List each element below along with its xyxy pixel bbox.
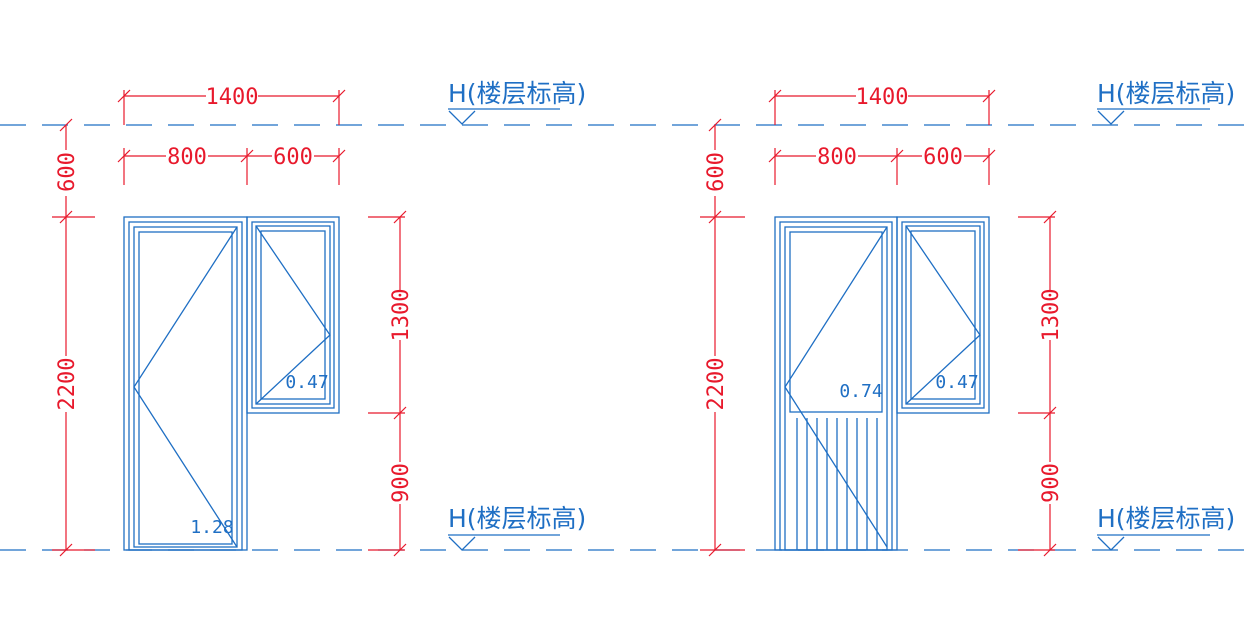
door-b: 0.74	[774, 216, 898, 551]
dim-split-widths-b: 800 600	[768, 145, 996, 185]
door-a-swing	[133, 226, 238, 548]
door-b-louvre	[796, 418, 878, 550]
dim-above-head-label: 600	[55, 152, 80, 192]
level-label-top-b: H(楼层标高)	[1097, 79, 1235, 108]
level-mark-bottom-b: H(楼层标高)	[1097, 504, 1235, 551]
dim-door-width-label: 800	[167, 145, 207, 170]
dim-door-height-label: 2200	[55, 358, 80, 411]
level-label-top-a: H(楼层标高)	[448, 79, 586, 108]
dim-right-vertical-b: 1300 900	[1018, 210, 1064, 557]
door-a: 1.28	[123, 216, 248, 551]
dim-split-widths: 800 600	[117, 145, 346, 185]
window-b-swing	[905, 225, 981, 405]
dim-total-width-b: 1400	[768, 84, 996, 125]
level-label-bottom-b: H(楼层标高)	[1097, 504, 1235, 533]
dim-right-vertical: 1300 900	[368, 210, 414, 557]
dim-door-width-b-label: 800	[817, 145, 857, 170]
window-b-area-label: 0.47	[935, 372, 978, 393]
door-b-swing	[784, 226, 888, 548]
dim-door-height-b-label: 2200	[704, 358, 729, 411]
door-a-area-label: 1.28	[190, 517, 233, 538]
door-b-area-label: 0.74	[839, 381, 882, 402]
dim-window-height-label: 1300	[389, 289, 414, 342]
window-a: 0.47	[246, 216, 340, 414]
elevation-b: 1400 800 600 600 2200	[700, 79, 1235, 557]
level-label-bottom-a: H(楼层标高)	[448, 504, 586, 533]
dim-sill-height-label: 900	[389, 463, 414, 503]
elevation-a: 1400 800 600 600 2200	[52, 79, 586, 557]
dim-total-width-label: 1400	[206, 85, 259, 110]
window-b: 0.47	[896, 216, 990, 414]
window-a-area-label: 0.47	[285, 372, 328, 393]
dim-window-width-label: 600	[273, 145, 313, 170]
dim-left-vertical: 600 2200	[52, 118, 95, 557]
level-mark-top-a: H(楼层标高)	[448, 79, 586, 125]
dim-window-width-b-label: 600	[923, 145, 963, 170]
window-a-swing	[255, 225, 331, 405]
dim-window-height-b-label: 1300	[1039, 289, 1064, 342]
dim-above-head-b-label: 600	[704, 152, 729, 192]
dim-total-width: 1400	[117, 84, 346, 125]
dim-total-width-b-label: 1400	[856, 85, 909, 110]
level-mark-top-b: H(楼层标高)	[1097, 79, 1235, 125]
level-mark-bottom-a: H(楼层标高)	[448, 504, 586, 551]
dim-left-vertical-b: 600 2200	[700, 118, 745, 557]
dim-sill-height-b-label: 900	[1039, 463, 1064, 503]
